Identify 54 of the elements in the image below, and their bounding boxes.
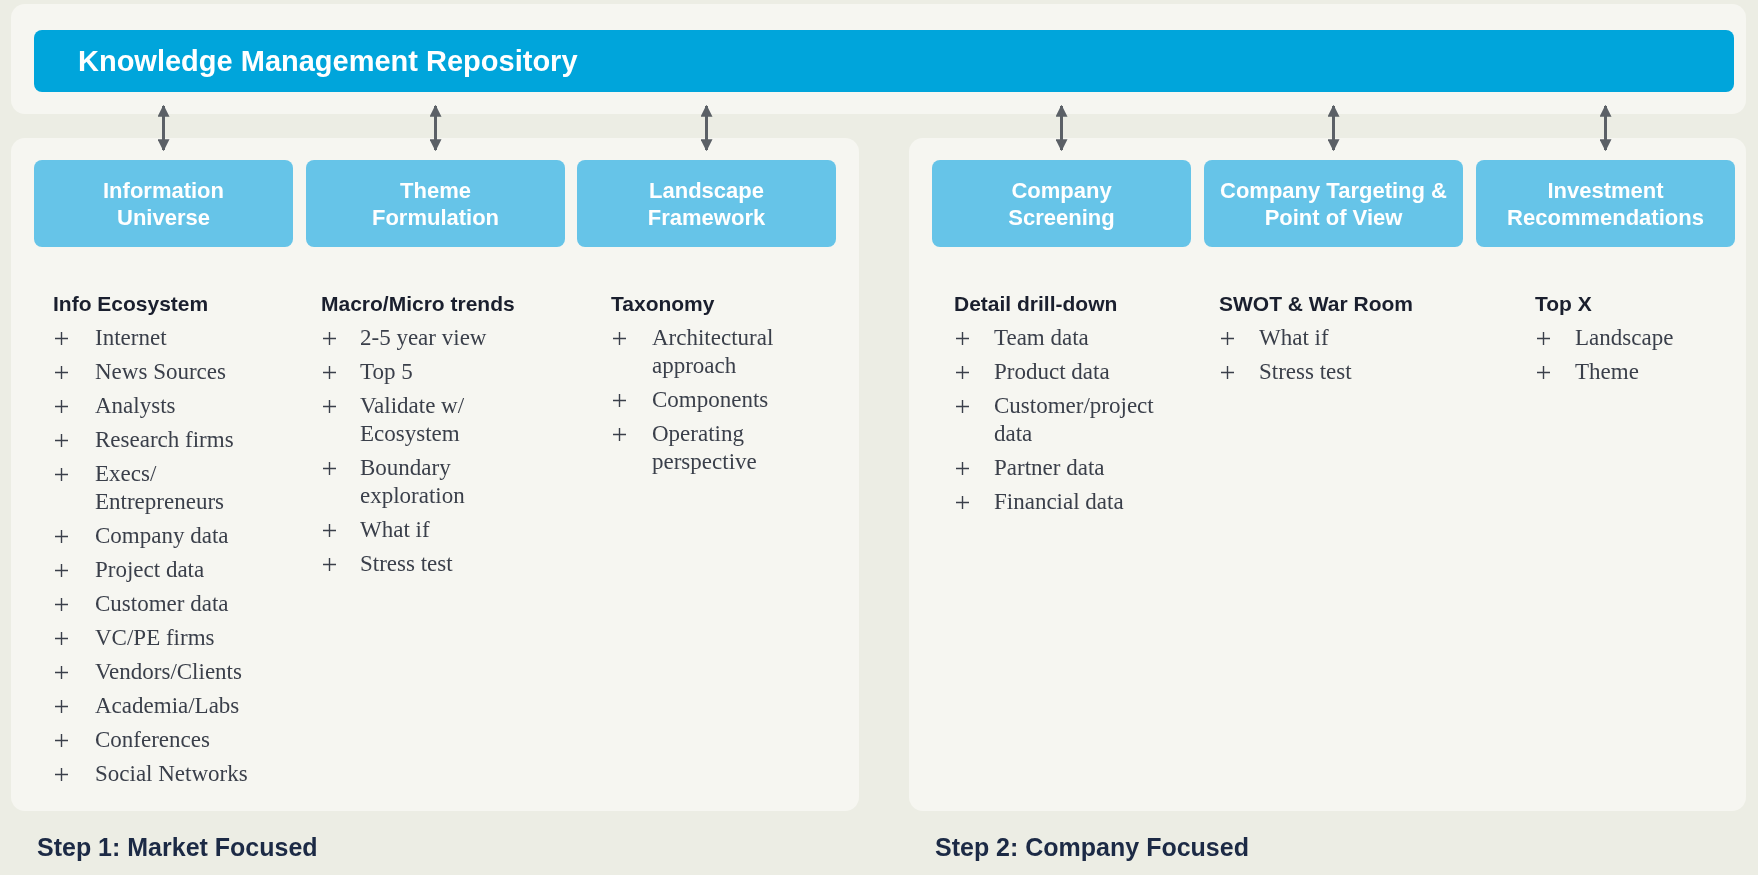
double-arrow xyxy=(157,104,170,152)
stage-header-box: Company Screening xyxy=(932,160,1191,247)
list-heading: Detail drill-down xyxy=(954,292,1119,316)
panel-background xyxy=(909,138,1746,811)
panel-background xyxy=(11,138,859,811)
list-item: Company data xyxy=(95,523,229,548)
list-heading: Top X xyxy=(1535,292,1593,316)
list-item: Customer data xyxy=(95,591,229,616)
list-item: Conferences xyxy=(95,727,210,752)
stage-header-box: Investment Recommendations xyxy=(1476,160,1735,247)
list-item: Partner data xyxy=(994,455,1105,480)
stage-header-box: Information Universe xyxy=(34,160,293,247)
step-label: Step 2: Company Focused xyxy=(935,833,1249,862)
list-item: Financial data xyxy=(994,489,1124,514)
stage-header-box: Theme Formulation xyxy=(306,160,565,247)
stage-header-box: Company Targeting & Point of View xyxy=(1204,160,1463,247)
list-item: Architectural approach xyxy=(652,325,774,378)
list-item: Execs/ Entrepreneurs xyxy=(95,461,224,514)
stage-header-box: Landscape Framework xyxy=(577,160,836,247)
list-item: Boundary exploration xyxy=(360,455,465,508)
double-arrow xyxy=(700,104,713,152)
list-heading: SWOT & War Room xyxy=(1219,292,1415,316)
list-item: Validate w/ Ecosystem xyxy=(360,393,465,446)
list-item: Analysts xyxy=(95,393,176,418)
list-item: Social Networks xyxy=(95,761,248,786)
list-item: Internet xyxy=(95,325,167,350)
list-item: Academia/Labs xyxy=(95,693,240,718)
list-item: 2-5 year view xyxy=(360,325,487,350)
repository-bar: Knowledge Management Repository xyxy=(34,30,1734,92)
list-item: What if xyxy=(1259,325,1329,350)
double-arrow xyxy=(1055,104,1068,152)
list-item: Research firms xyxy=(95,427,234,452)
list-item: VC/PE firms xyxy=(95,625,215,650)
list-item: Customer/project data xyxy=(994,393,1154,446)
list-item: Stress test xyxy=(1259,359,1352,384)
list-heading: Taxonomy xyxy=(611,292,716,316)
list-item: What if xyxy=(360,517,430,542)
list-item: Stress test xyxy=(360,551,453,576)
list-item: Project data xyxy=(95,557,205,582)
list-heading: Info Ecosystem xyxy=(53,292,210,316)
list-item: Product data xyxy=(994,359,1110,384)
list-item: Theme xyxy=(1575,359,1639,384)
double-arrow xyxy=(1599,104,1612,152)
double-arrow xyxy=(1327,104,1340,152)
list-heading: Macro/Micro trends xyxy=(321,292,516,316)
step-label: Step 1: Market Focused xyxy=(37,833,318,862)
double-arrow xyxy=(429,104,442,152)
list-item: Vendors/Clients xyxy=(95,659,242,684)
list-item: Components xyxy=(652,387,769,412)
list-item: Top 5 xyxy=(360,359,413,384)
list-item: Operating perspective xyxy=(652,421,757,474)
list-item: Team data xyxy=(994,325,1089,350)
list-item: News Sources xyxy=(95,359,226,384)
list-item: Landscape xyxy=(1575,325,1674,350)
